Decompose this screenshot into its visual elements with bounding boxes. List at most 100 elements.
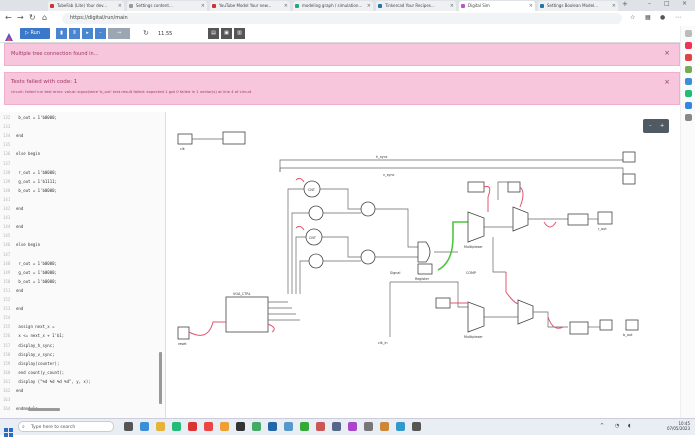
code-line[interactable]: 132 b_out = 1'b0000; (3, 114, 57, 122)
drop-icon[interactable] (685, 102, 692, 109)
register-block[interactable] (417, 263, 433, 275)
circuit-diagram[interactable]: clk h_sync v_sync CNT CNT VGA_CTRL reset… (168, 112, 680, 418)
taskbar-clock[interactable]: 10:45 07/05/2023 (666, 421, 690, 431)
search-icon[interactable] (685, 30, 692, 37)
extensions-icon[interactable]: ▦ (645, 14, 651, 21)
refresh-icon[interactable]: ↻ (143, 29, 149, 37)
code-line[interactable]: 159 display(counter); (3, 360, 59, 368)
app-icon[interactable] (300, 422, 309, 431)
code-line[interactable]: 155 assign next_x = (3, 323, 55, 331)
close-tab-icon[interactable]: × (200, 3, 205, 9)
app-icon[interactable] (364, 422, 373, 431)
step-button[interactable]: ▮ (56, 28, 67, 39)
zoom-control[interactable]: – + (643, 119, 669, 133)
chrome-icon[interactable] (220, 422, 229, 431)
close-tab-icon[interactable]: × (283, 3, 288, 9)
browser-tab[interactable]: Settings Boolean Model...× (538, 1, 618, 11)
input-pin[interactable] (177, 133, 193, 145)
close-tab-icon[interactable]: × (366, 3, 371, 9)
browser-tab-active[interactable]: Digital Sim× (459, 1, 535, 11)
office-icon[interactable] (685, 78, 692, 85)
maximize-icon[interactable]: □ (664, 0, 670, 7)
mux-block[interactable] (467, 211, 485, 243)
code-line[interactable]: 139 g_out = 1'b1111; (3, 178, 57, 186)
code-line[interactable]: 145 (3, 232, 16, 240)
volume-icon[interactable]: ◖ (628, 423, 631, 429)
code-line[interactable]: 147 (3, 251, 16, 259)
pause-button[interactable]: Ⅱ (69, 28, 80, 39)
minimize-icon[interactable]: – (648, 0, 651, 7)
save-button[interactable]: ▤ (208, 28, 219, 39)
code-line[interactable]: 148 r_out = 1'b0000; (3, 260, 57, 268)
code-line[interactable]: 133 (3, 123, 16, 131)
zoom-out-button[interactable]: – (95, 28, 106, 39)
wifi-icon[interactable]: ◔ (615, 423, 620, 429)
taskbar-search-input[interactable]: ⌕Type here to search (18, 421, 114, 432)
browser-tab[interactable]: Tinkercad Your Recipes...× (376, 1, 456, 11)
add-icon[interactable] (685, 114, 692, 121)
speed-button[interactable]: → (108, 28, 130, 39)
tray-arrow-icon[interactable]: ^ (600, 423, 605, 429)
code-line[interactable]: 143 (3, 214, 16, 222)
reload-icon[interactable]: ↻ (29, 13, 36, 22)
home-icon[interactable]: ⌂ (42, 13, 48, 22)
zoom-in-icon[interactable]: + (660, 123, 665, 129)
counter-circle[interactable] (308, 253, 324, 269)
and-gate[interactable] (417, 241, 431, 263)
browser-tab[interactable]: TubeFab (Lite) Your dev...× (48, 1, 124, 11)
app-icon[interactable] (316, 422, 325, 431)
counter-circle[interactable] (308, 205, 324, 221)
games-icon[interactable] (685, 66, 692, 73)
play-button[interactable]: ▸ (82, 28, 93, 39)
edge-icon[interactable] (140, 422, 149, 431)
output-pin[interactable] (599, 319, 613, 331)
close-tab-icon[interactable]: × (528, 3, 533, 9)
close-alert-icon[interactable]: × (664, 49, 670, 57)
code-line[interactable]: 149 g_out = 1'b0000; (3, 269, 57, 277)
output-pin[interactable] (622, 151, 636, 163)
settings-button[interactable]: ▥ (234, 28, 245, 39)
close-window-icon[interactable]: × (682, 0, 688, 7)
code-line[interactable]: 161 display ("%d %d %d %d", y, x); (3, 378, 91, 386)
store-icon[interactable] (172, 422, 181, 431)
browser-tab[interactable]: Settings content...× (127, 1, 207, 11)
main-module-block[interactable] (225, 296, 269, 333)
zoom-out-icon[interactable]: – (649, 123, 652, 129)
circuit-canvas[interactable]: clk h_sync v_sync CNT CNT VGA_CTRL reset… (168, 112, 680, 418)
clock-block[interactable] (222, 131, 246, 145)
mail-icon[interactable] (188, 422, 197, 431)
file-explorer-icon[interactable] (156, 422, 165, 431)
code-line[interactable]: 150 b_out = 1'b0000; (3, 278, 57, 286)
output-pin-b[interactable] (625, 319, 639, 331)
terminal-icon[interactable] (236, 422, 245, 431)
constant-block[interactable] (467, 181, 485, 193)
code-line[interactable]: 152 (3, 296, 16, 304)
back-icon[interactable]: ← (5, 13, 12, 22)
run-button[interactable]: ▷ Run (20, 28, 50, 39)
close-alert-icon[interactable]: × (664, 78, 670, 86)
adder-circle[interactable] (360, 249, 376, 265)
code-line[interactable]: 157 display_h_sync; (3, 342, 55, 350)
code-line[interactable]: 160 end count(y_count); (3, 369, 64, 377)
output-pin-r[interactable] (597, 211, 613, 225)
browser-tab[interactable]: modeling graph / simulation...× (293, 1, 373, 11)
app-icon[interactable] (284, 422, 293, 431)
close-tab-icon[interactable]: × (117, 3, 122, 9)
code-line[interactable]: 158 display_v_sync; (3, 351, 55, 359)
profile-icon[interactable]: ● (660, 14, 666, 21)
constant-block[interactable] (435, 297, 451, 309)
task-view-icon[interactable] (124, 422, 133, 431)
app-icon[interactable] (396, 422, 405, 431)
editor-horizontal-scrollbar[interactable] (28, 408, 60, 411)
close-tab-icon[interactable]: × (449, 3, 454, 9)
start-icon[interactable] (4, 422, 13, 437)
editor-vertical-scrollbar[interactable] (159, 352, 162, 404)
app-icon[interactable] (412, 422, 421, 431)
code-line[interactable]: 140 b_out = 1'b0000; (3, 187, 57, 195)
